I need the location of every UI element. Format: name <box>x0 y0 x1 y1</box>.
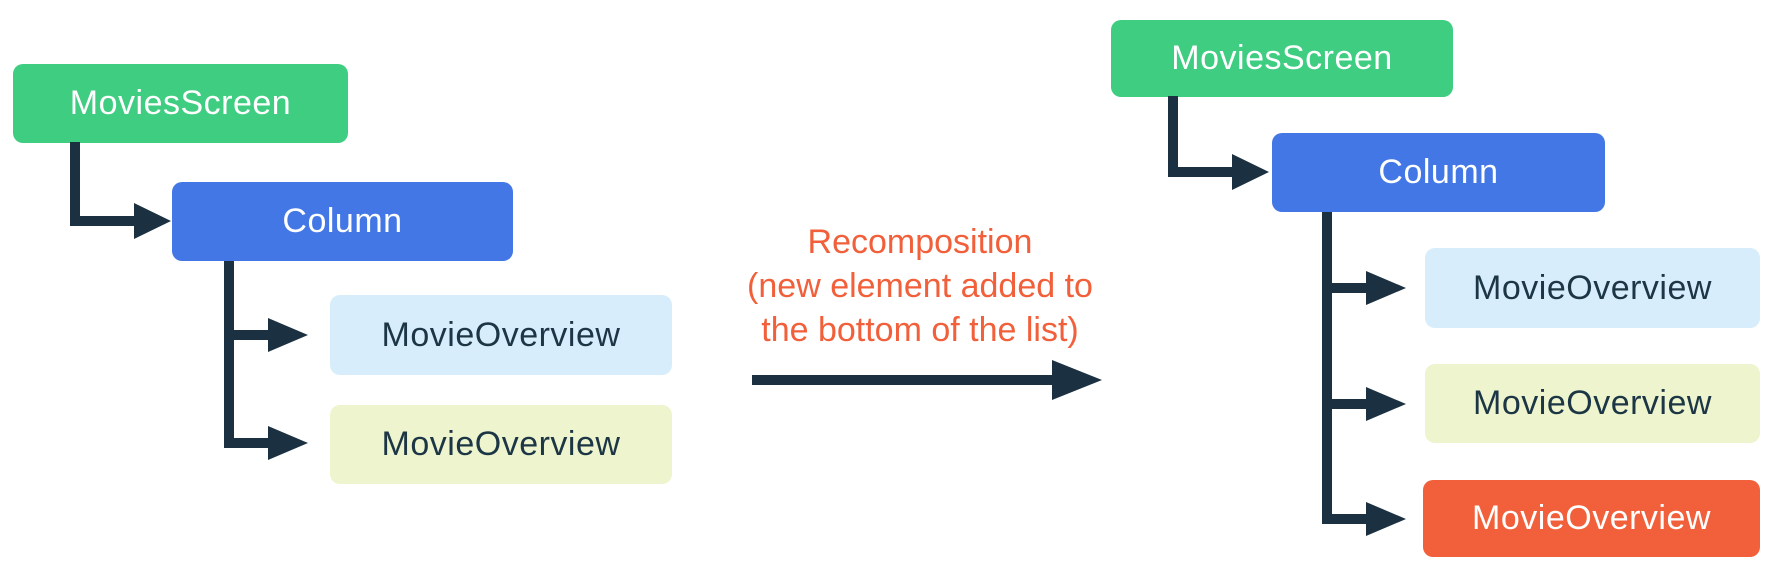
right-branch3-hline <box>1322 514 1368 524</box>
recomposition-label: Recomposition (new element added to the … <box>690 220 1150 352</box>
left-node-movieoverview-2: MovieOverview <box>330 405 672 484</box>
right-node-column: Column <box>1272 133 1605 212</box>
right-root-connector-hline <box>1168 167 1234 177</box>
arrowhead-right-icon <box>1366 387 1406 421</box>
arrowhead-right-icon <box>1052 360 1102 400</box>
arrowhead-right-icon <box>1232 154 1269 190</box>
left-root-connector-hline <box>70 216 136 226</box>
arrowhead-right-icon <box>1366 271 1406 305</box>
recomposition-label-line1: Recomposition <box>807 223 1033 261</box>
arrowhead-right-icon <box>268 426 308 460</box>
left-column-connector-vline <box>224 261 234 448</box>
left-node-moviesscreen: MoviesScreen <box>13 64 348 143</box>
right-node-movieoverview-3-new: MovieOverview <box>1423 480 1760 557</box>
arrowhead-right-icon <box>134 203 171 239</box>
right-node-movieoverview-2: MovieOverview <box>1425 364 1760 443</box>
left-root-connector-vline <box>70 142 80 226</box>
right-column-connector-vline <box>1322 212 1332 524</box>
right-node-movieoverview-1: MovieOverview <box>1425 248 1760 328</box>
recomposition-label-line2: (new element added to <box>747 267 1093 305</box>
arrowhead-right-icon <box>1366 502 1406 536</box>
right-branch1-hline <box>1322 283 1368 293</box>
left-node-movieoverview-1: MovieOverview <box>330 295 672 375</box>
left-node-column: Column <box>172 182 513 261</box>
left-branch1-hline <box>224 330 270 340</box>
right-node-moviesscreen: MoviesScreen <box>1111 20 1453 97</box>
recomposition-arrow-line <box>752 375 1054 385</box>
right-root-connector-vline <box>1168 96 1178 177</box>
right-branch2-hline <box>1322 399 1368 409</box>
recomposition-label-line3: the bottom of the list) <box>761 311 1079 349</box>
arrowhead-right-icon <box>268 318 308 352</box>
left-branch2-hline <box>224 438 270 448</box>
